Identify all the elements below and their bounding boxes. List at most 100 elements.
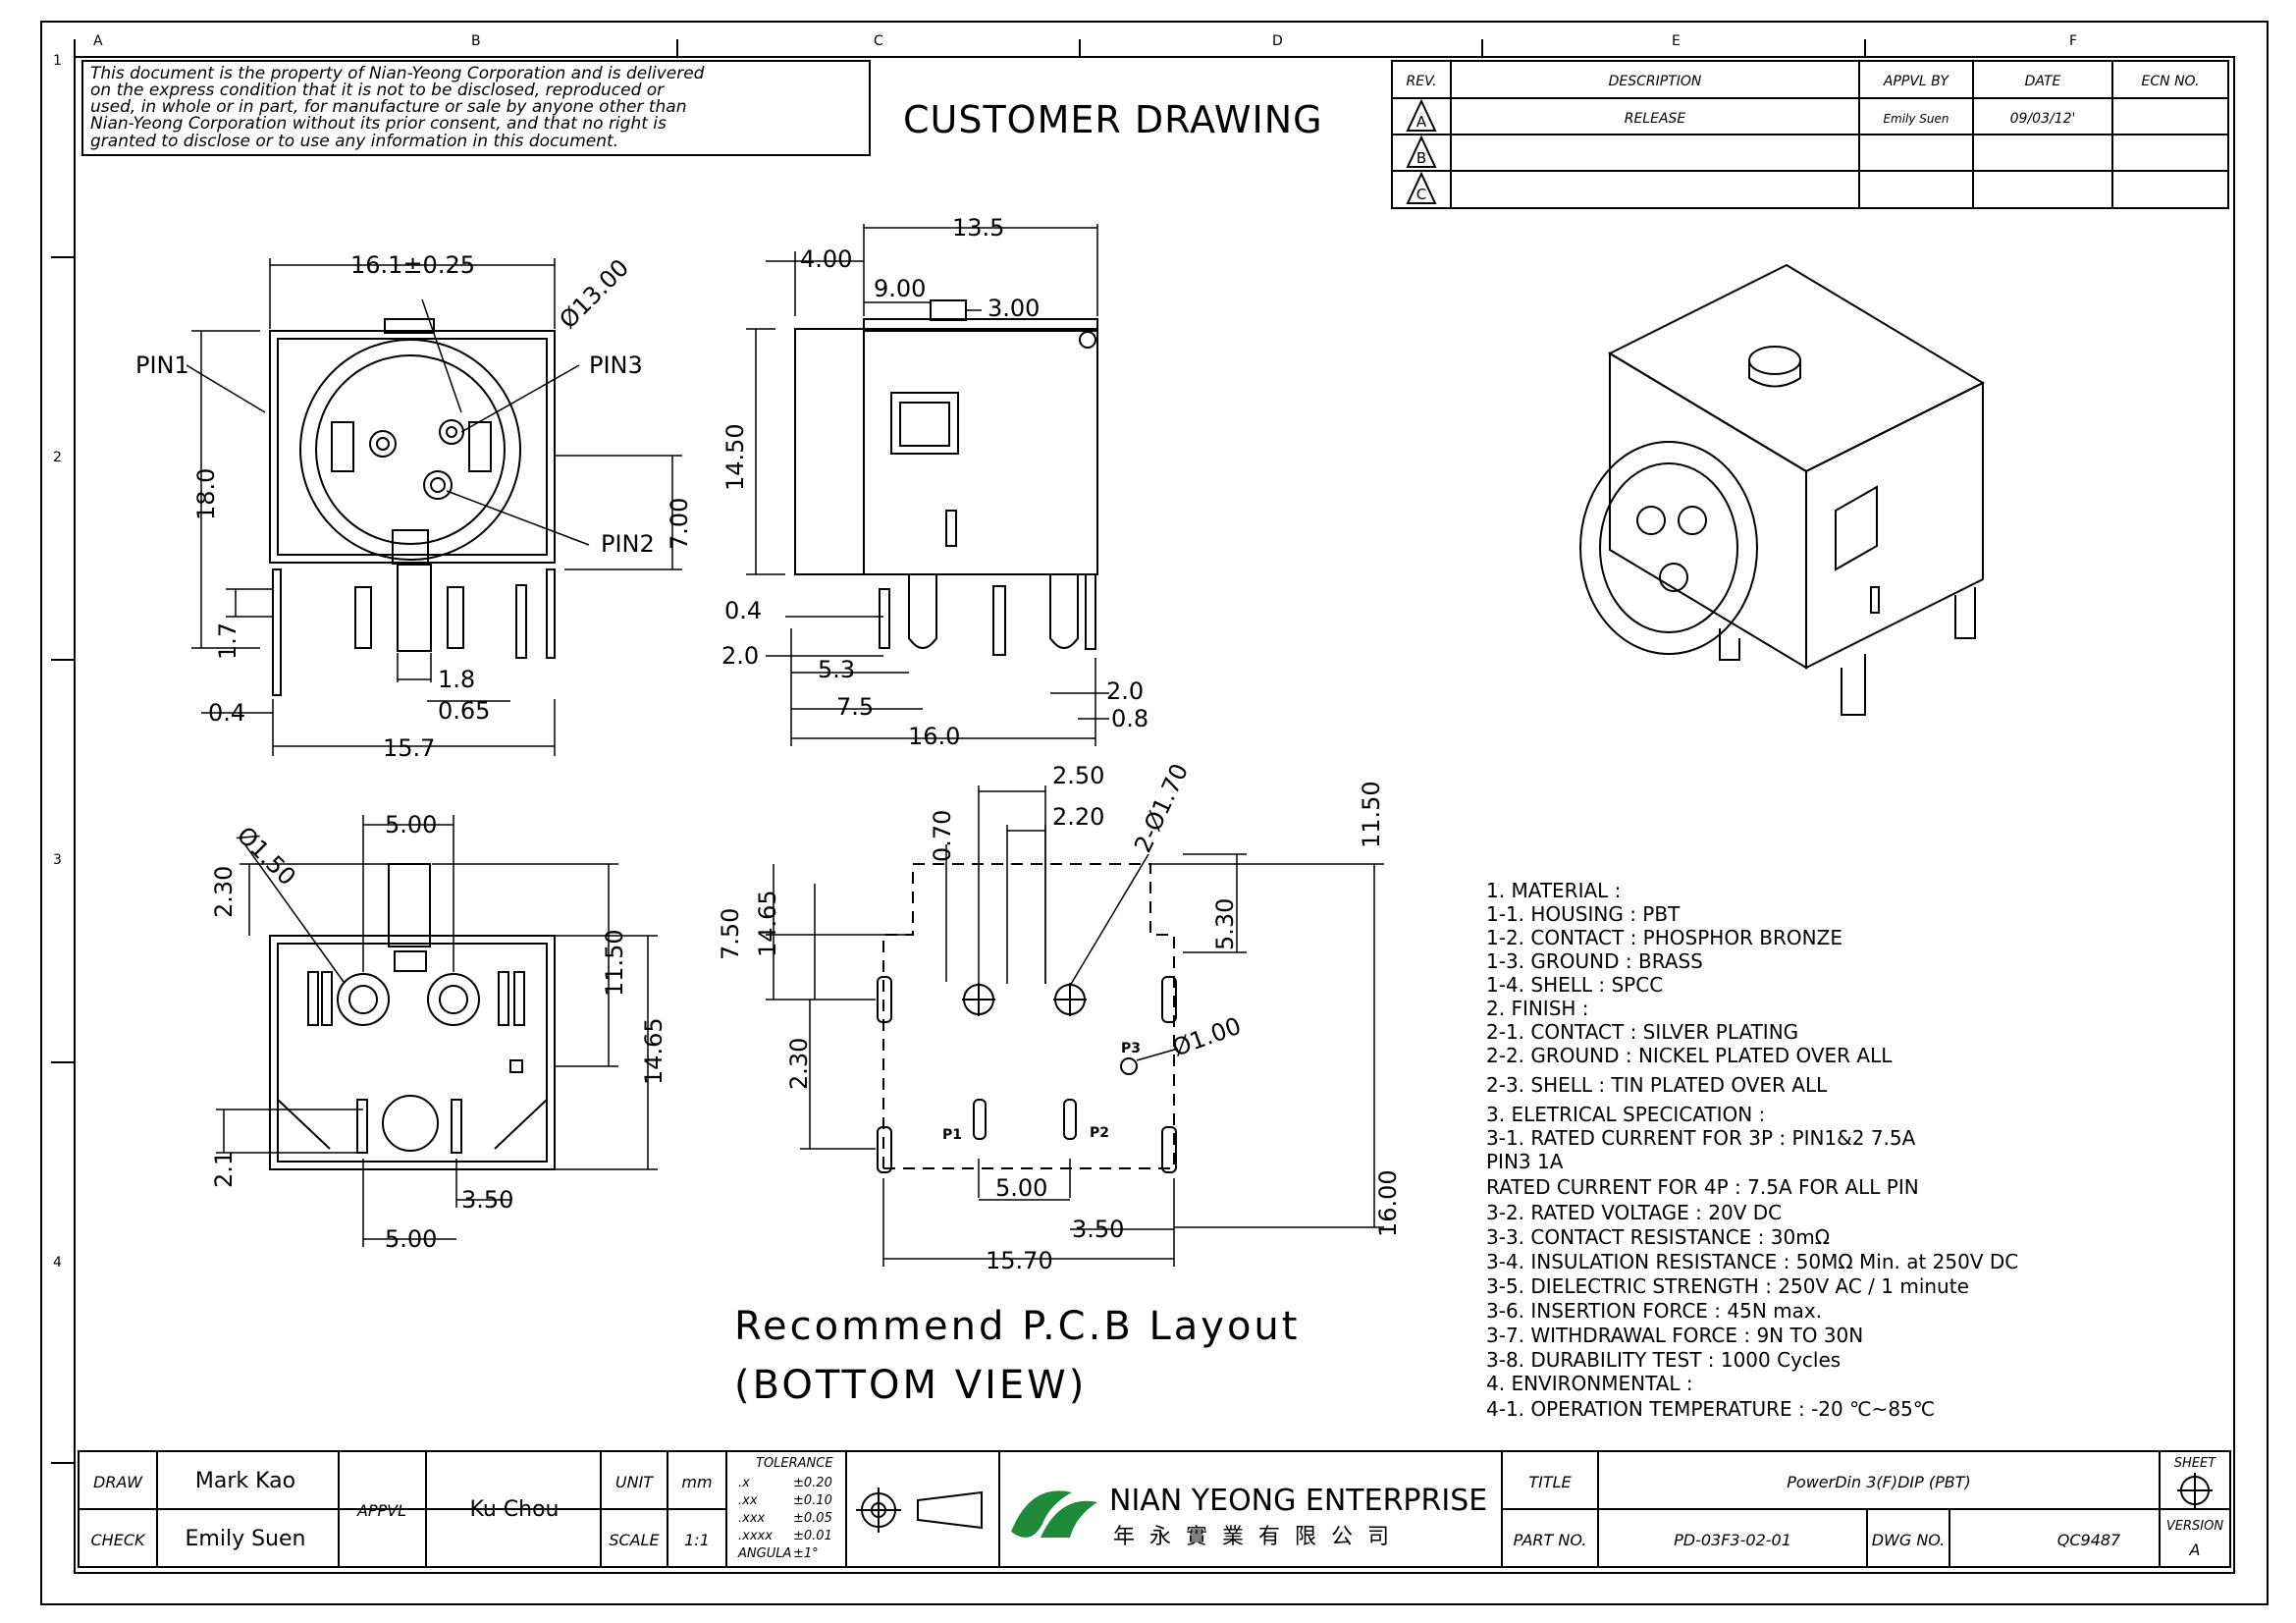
spec-line: 3-7. WITHDRAWAL FORCE : 9N TO 30N (1486, 1324, 1863, 1347)
drawing-heading: CUSTOMER DRAWING (903, 98, 1323, 141)
tolerance-val: ±1° (793, 1546, 819, 1561)
tolerance-key: .xxxx (738, 1529, 773, 1543)
spec-line: 3-4. INSULATION RESISTANCE : 50MΩ Min. a… (1486, 1250, 2018, 1273)
draw-label: DRAW (93, 1473, 143, 1491)
pcb-p2-label: P2 (1090, 1125, 1109, 1141)
appvl-label: APPVL (356, 1501, 406, 1520)
spec-line: 3-6. INSERTION FORCE : 45N max. (1486, 1299, 1822, 1323)
rev-row-rev: C (1416, 186, 1426, 203)
rev-header-date: DATE (2025, 74, 2061, 89)
side-p1: 5.3 (818, 656, 855, 683)
rev-row-rev: A (1416, 113, 1427, 131)
tolerance-val: ±0.10 (793, 1493, 832, 1508)
pcb-p3-label: P3 (1121, 1041, 1141, 1056)
side-front: 4.00 (800, 245, 852, 273)
company-name-en: NIAN YEONG ENTERPRISE (1109, 1484, 1487, 1518)
pcb-w1: 2.50 (1052, 762, 1104, 789)
title-block (78, 1450, 2231, 1568)
spec-line: 2-3. SHELL : TIN PLATED OVER ALL (1486, 1073, 1828, 1097)
bottom-top-off: 2.30 (210, 866, 238, 918)
bottom-h1: 11.50 (601, 929, 628, 997)
side-leg-w: 2.0 (1106, 677, 1144, 705)
spec-line: 3-1. RATED CURRENT FOR 3P : PIN1&2 7.5A (1486, 1126, 1916, 1150)
side-pin-t: 0.4 (724, 597, 762, 624)
bottom-view (269, 863, 556, 1170)
side-height: 14.50 (721, 423, 749, 491)
front-pin-w: 0.65 (438, 697, 490, 725)
rev-row-appvl: Emily Suen (1883, 112, 1949, 126)
spec-line: 2-2. GROUND : NICKEL PLATED OVER ALL (1486, 1044, 1893, 1067)
rev-header-appvl: APPVL BY (1883, 74, 1950, 89)
unit-label: UNIT (615, 1473, 654, 1491)
disclaimer-line: on the express condition that it is not … (90, 81, 665, 100)
spec-line: 1-3. GROUND : BRASS (1486, 949, 1703, 973)
tolerance-key: .xx (738, 1493, 758, 1508)
tolerance-key: .x (738, 1476, 750, 1490)
front-bottom-w: 15.7 (383, 734, 435, 762)
bottom-bottom-w: 5.00 (385, 1225, 437, 1253)
spec-line: 2-1. CONTACT : SILVER PLATING (1486, 1020, 1798, 1044)
company-name-zh: 年 永 實 業 有 限 公 司 (1113, 1525, 1393, 1549)
bottom-p-gap: 3.50 (461, 1186, 513, 1214)
side-leg-t: 0.8 (1111, 705, 1148, 732)
dwg-value: QC9487 (2057, 1531, 2121, 1549)
rev-row-date: 09/03/12' (2010, 111, 2076, 127)
pcb-v2: 14.65 (754, 890, 781, 957)
zone-col-f: F (2069, 33, 2077, 49)
scale-value: 1:1 (684, 1531, 710, 1549)
pcb-v1: 7.50 (717, 908, 744, 960)
front-circle-dia: Ø13.00 (554, 253, 634, 334)
zone-col-d: D (1272, 33, 1283, 49)
draw-name: Mark Kao (195, 1469, 295, 1493)
pcb-holes: 2-Ø1.70 (1129, 759, 1194, 856)
spec-line: 3-3. CONTACT RESISTANCE : 30mΩ (1486, 1225, 1830, 1249)
pcb-w2: 2.20 (1052, 803, 1104, 831)
bottom-low-off: 2.1 (210, 1151, 238, 1188)
layout-caption-line2: (BOTTOM VIEW) (734, 1363, 1087, 1408)
rev-row-rev: B (1416, 149, 1426, 167)
check-label: CHECK (91, 1531, 146, 1549)
front-height-dim: 18.0 (192, 468, 220, 520)
tolerance-key: .xxx (738, 1511, 766, 1526)
pcb-p3-dia: Ø1.00 (1168, 1012, 1245, 1062)
spec-line: 3-8. DURABILITY TEST : 1000 Cycles (1486, 1348, 1841, 1372)
front-side-t: 0.4 (208, 699, 245, 727)
rev-row-description: RELEASE (1625, 111, 1686, 127)
zone-row-4: 4 (53, 1255, 62, 1271)
pcb-mid-gap: 5.00 (995, 1174, 1047, 1202)
appvl-name: Ku Chou (470, 1497, 560, 1522)
spec-line: 3-2. RATED VOLTAGE : 20V DC (1486, 1201, 1782, 1224)
spec-line: 4-1. OPERATION TEMPERATURE : -20 ℃~85℃ (1486, 1397, 1935, 1421)
pcb-h-tall: 11.50 (1358, 781, 1385, 848)
zone-col-c: C (874, 33, 883, 49)
disclaimer-line: This document is the property of Nian-Ye… (90, 64, 705, 83)
disclaimer-line: used, in whole or in part, for manufactu… (90, 97, 687, 117)
front-width-dim: 16.1±0.25 (350, 251, 475, 279)
front-pin2-offset: 7.00 (666, 498, 693, 550)
layout-caption-line1: Recommend P.C.B Layout (734, 1304, 1300, 1349)
front-pin3-label: PIN3 (589, 352, 643, 379)
front-pin-gap: 1.8 (438, 666, 475, 693)
pcb-v4: 2.30 (785, 1038, 813, 1090)
title-label: TITLE (1528, 1473, 1572, 1491)
front-pin1-label: PIN1 (135, 352, 189, 379)
connector-3d-view (1579, 263, 1986, 716)
outer-border (40, 21, 2269, 1605)
zone-col-a: A (93, 33, 103, 49)
pcb-layout (877, 863, 1177, 1173)
sheet-label: SHEET (2174, 1456, 2216, 1471)
side-top-len: 13.5 (952, 214, 1004, 242)
rev-header-description: DESCRIPTION (1609, 74, 1702, 89)
side-pin-drop: 2.0 (721, 642, 759, 670)
bottom-hole-dia: Ø1.50 (232, 821, 301, 891)
pcb-v3: 5.30 (1211, 898, 1239, 950)
side-view (794, 299, 1098, 656)
spec-line: 1. MATERIAL : (1486, 879, 1621, 902)
tolerance-title: TOLERANCE (756, 1456, 833, 1471)
tolerance-val: ±0.20 (793, 1476, 832, 1490)
spec-line: 1-2. CONTACT : PHOSPHOR BRONZE (1486, 926, 1842, 949)
tolerance-val: ±0.05 (793, 1511, 832, 1526)
spec-line: RATED CURRENT FOR 4P : 7.5A FOR ALL PIN (1486, 1175, 1919, 1199)
side-boss: 3.00 (988, 295, 1040, 322)
pcb-total-h: 16.00 (1374, 1169, 1402, 1237)
